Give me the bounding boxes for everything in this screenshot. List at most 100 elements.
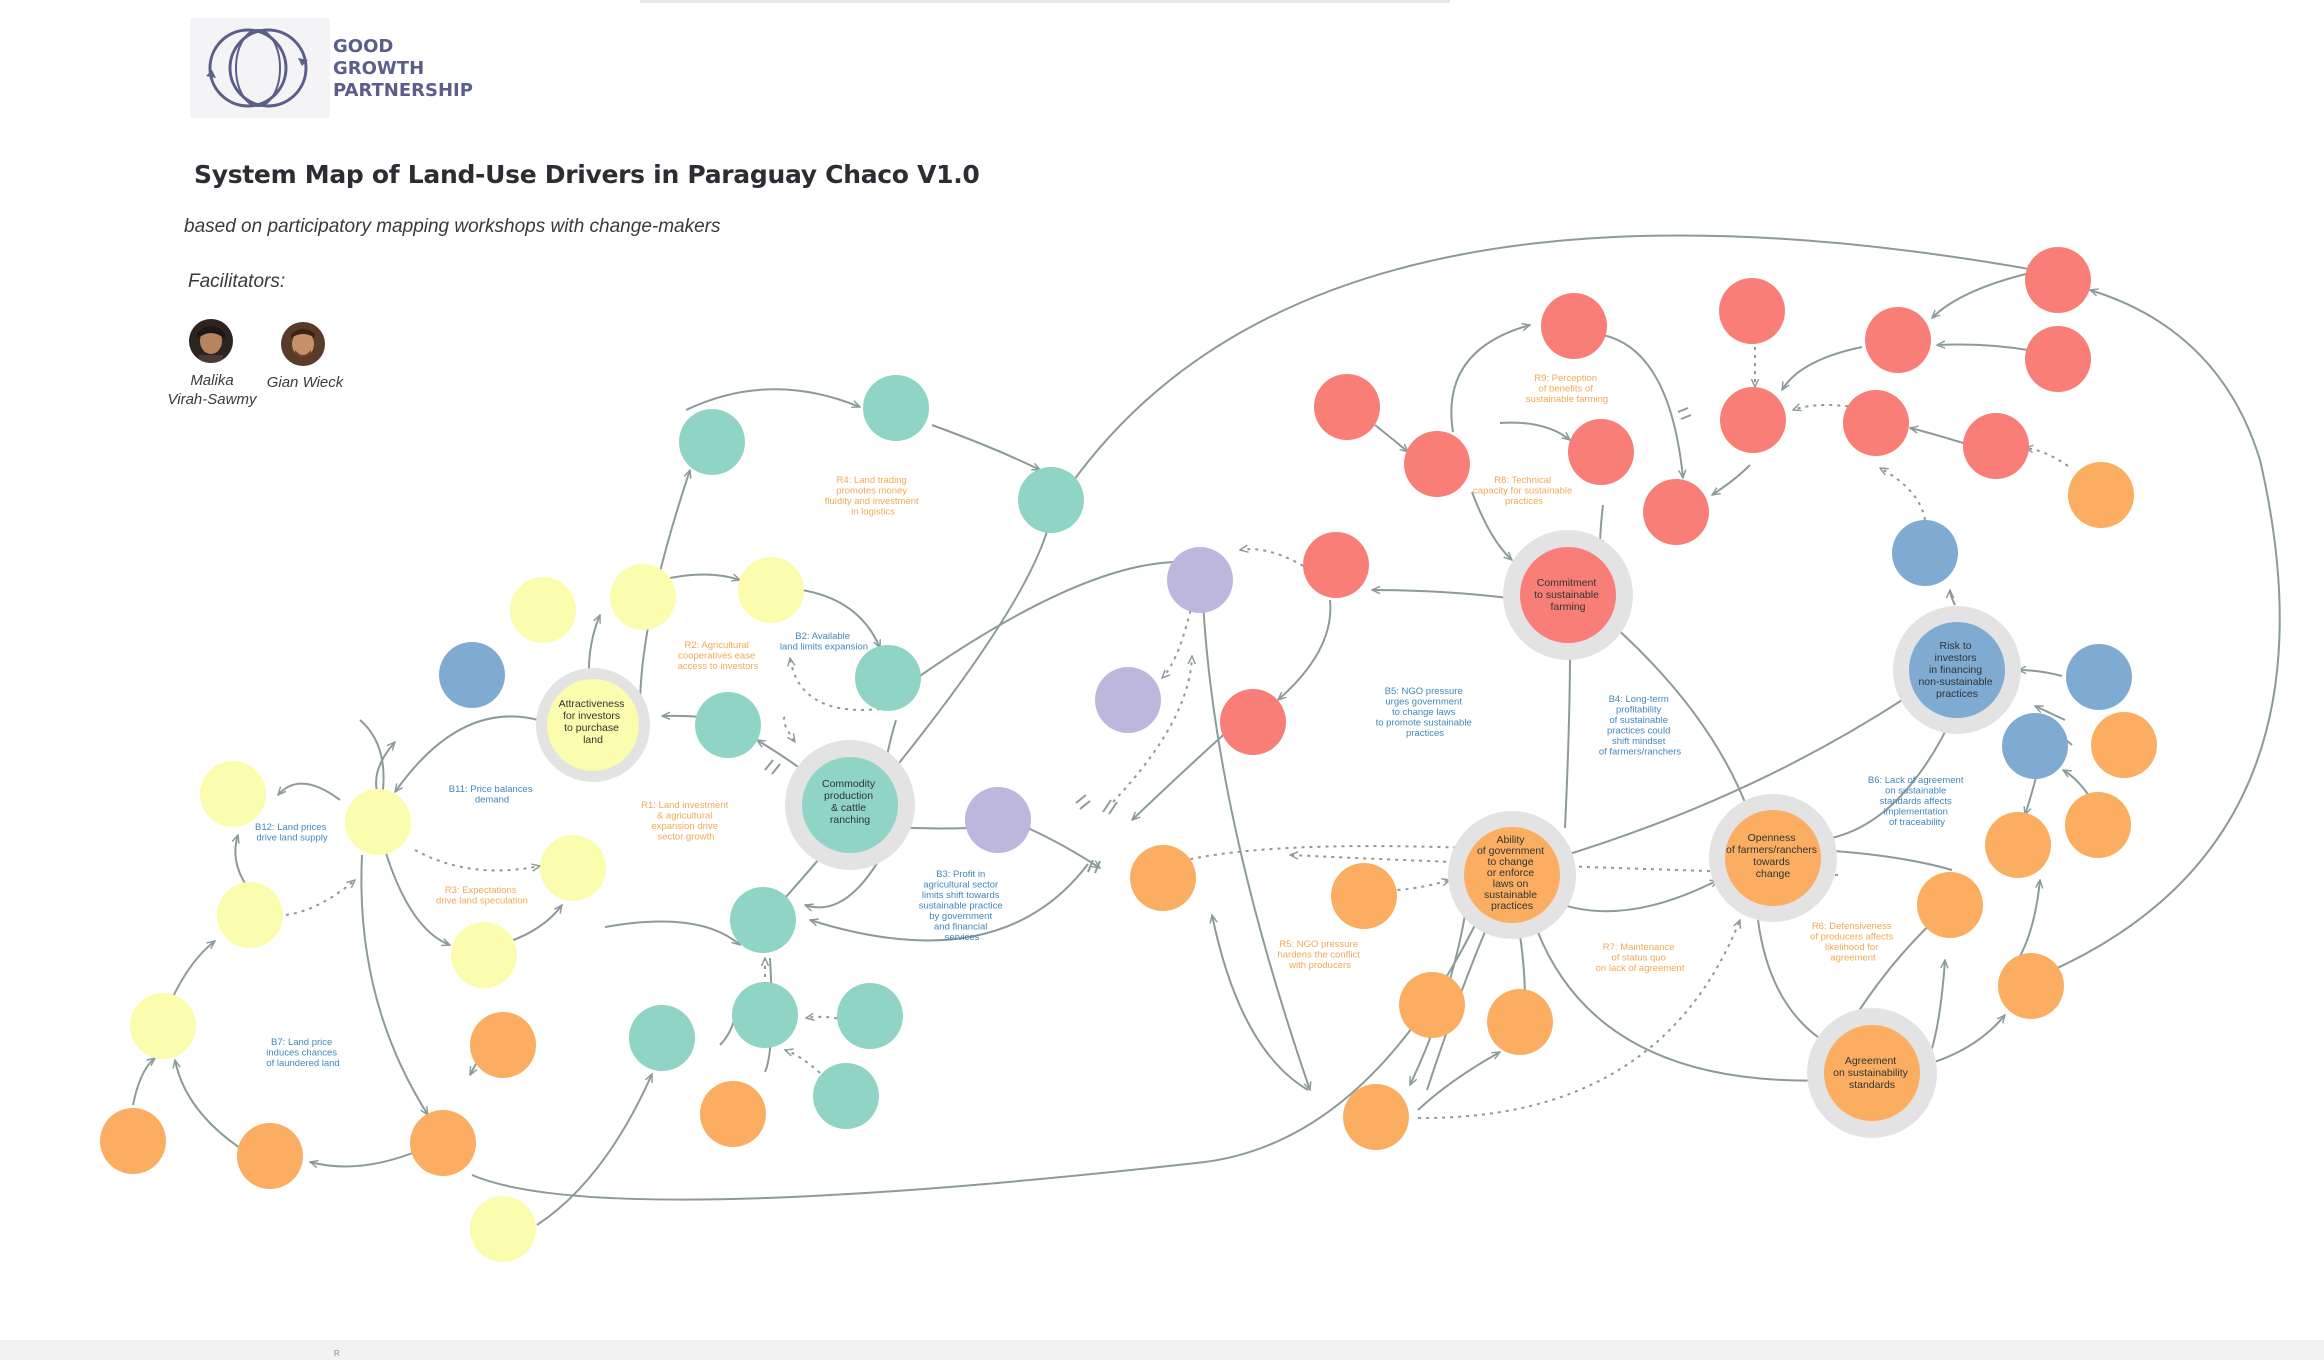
key-node-label-line: to change	[1487, 856, 1533, 868]
red-node[interactable]	[1963, 413, 2029, 479]
yellow-node[interactable]	[540, 835, 606, 901]
purple-node[interactable]	[1167, 547, 1233, 613]
loop-label-line: sustainable practice	[919, 901, 1003, 912]
loop-label-line: services	[945, 932, 980, 943]
teal-node[interactable]	[837, 983, 903, 1049]
orange-node[interactable]	[100, 1108, 166, 1174]
loop-label-line: R9: Perception	[1534, 373, 1597, 384]
teal-node[interactable]	[629, 1005, 695, 1071]
red-node[interactable]	[1314, 374, 1380, 440]
avatar-gian	[281, 322, 325, 366]
orange-node[interactable]	[1343, 1084, 1409, 1150]
loop-label-r6: R6: Defensiveness of producers affects l…	[1810, 921, 1896, 964]
purple-node[interactable]	[1095, 667, 1161, 733]
red-node[interactable]	[1303, 532, 1369, 598]
teal-node[interactable]	[732, 982, 798, 1048]
red-node[interactable]	[1643, 479, 1709, 545]
loop-label-r4: R4: Land trading promotes money fluidity…	[825, 475, 922, 518]
orange-node[interactable]	[410, 1110, 476, 1176]
orange-node[interactable]	[1985, 812, 2051, 878]
key-node-openness[interactable]	[1725, 810, 1821, 906]
red-node[interactable]	[1843, 390, 1909, 456]
facilitator-name-malika: Malika Virah-Sawmy	[160, 371, 264, 409]
red-node[interactable]	[1541, 293, 1607, 359]
loop-label-b5: B5: NGO pressure urges government to cha…	[1376, 686, 1475, 739]
loop-label-line: practices could	[1607, 726, 1670, 737]
orange-node[interactable]	[470, 1012, 536, 1078]
red-node[interactable]	[1720, 387, 1786, 453]
key-node-label-line: standards	[1849, 1079, 1895, 1091]
orange-node[interactable]	[1487, 989, 1553, 1055]
key-nodes	[547, 547, 2005, 1121]
key-node-label-line: production	[824, 790, 873, 802]
blue-node[interactable]	[1892, 520, 1958, 586]
loop-label-line: B2: Available	[795, 631, 850, 642]
red-node[interactable]	[1220, 689, 1286, 755]
teal-node[interactable]	[730, 887, 796, 953]
loop-label-r3: R3: Expectations drive land speculation	[436, 885, 528, 907]
yellow-node[interactable]	[738, 557, 804, 623]
orange-node[interactable]	[2091, 712, 2157, 778]
yellow-node[interactable]	[217, 882, 283, 948]
blue-node[interactable]	[2002, 713, 2068, 779]
key-node-label-attractiveness: Attractiveness for investors to purchase…	[559, 698, 628, 746]
loop-label-line: to promote sustainable	[1376, 718, 1472, 729]
blue-node[interactable]	[439, 642, 505, 708]
loop-label-b7: B7: Land price induces chances of launde…	[266, 1037, 339, 1069]
loop-label-r8: R8: Technical capacity for sustainable p…	[1473, 475, 1575, 507]
key-node-commitment[interactable]	[1520, 547, 1616, 643]
loop-label-line: & agricultural	[657, 811, 712, 822]
loop-label-line: access to investors	[678, 661, 759, 672]
page-title: System Map of Land-Use Drivers in Paragu…	[194, 160, 980, 189]
orange-node[interactable]	[2068, 462, 2134, 528]
teal-node[interactable]	[1018, 467, 1084, 533]
key-node-agreement[interactable]	[1824, 1025, 1920, 1121]
loop-label-line: R6: Defensiveness	[1812, 921, 1892, 932]
orange-node[interactable]	[1998, 953, 2064, 1019]
teal-node[interactable]	[855, 645, 921, 711]
factor-nodes	[100, 247, 2157, 1262]
orange-node[interactable]	[1331, 863, 1397, 929]
purple-node[interactable]	[965, 787, 1031, 853]
yellow-node[interactable]	[345, 789, 411, 855]
red-node[interactable]	[2025, 326, 2091, 392]
orange-node[interactable]	[1917, 872, 1983, 938]
key-node-labels: Attractiveness for investors to purchase…	[559, 577, 1993, 1091]
loop-label-line: B12: Land prices	[255, 822, 327, 833]
teal-node[interactable]	[863, 375, 929, 441]
blue-node[interactable]	[2066, 644, 2132, 710]
yellow-node[interactable]	[510, 577, 576, 643]
orange-node[interactable]	[237, 1123, 303, 1189]
yellow-node[interactable]	[610, 564, 676, 630]
yellow-node[interactable]	[451, 922, 517, 988]
orange-node[interactable]	[2065, 792, 2131, 858]
teal-node[interactable]	[813, 1063, 879, 1129]
orange-node[interactable]	[1130, 845, 1196, 911]
loop-label-line: land limits expansion	[780, 642, 868, 653]
teal-node[interactable]	[679, 409, 745, 475]
red-node[interactable]	[1404, 431, 1470, 497]
key-node-label-line: land	[583, 734, 603, 746]
key-node-label-line: Openness	[1748, 832, 1796, 844]
red-node[interactable]	[2025, 247, 2091, 313]
loop-label-r1: R1: Land investment & agricultural expan…	[641, 800, 731, 843]
yellow-node[interactable]	[470, 1196, 536, 1262]
key-node-commodity[interactable]	[802, 757, 898, 853]
loop-label-line: to change laws	[1392, 707, 1456, 718]
yellow-node[interactable]	[200, 761, 266, 827]
key-node-risk[interactable]	[1909, 622, 2005, 718]
key-node-label-line: for investors	[563, 710, 620, 722]
loop-label-line: R7: Maintenance	[1603, 942, 1675, 953]
key-node-ability[interactable]	[1464, 827, 1560, 923]
key-node-label-line: practices	[1491, 900, 1533, 912]
key-node-label-line: Risk to	[1939, 640, 1971, 652]
orange-node[interactable]	[700, 1081, 766, 1147]
loop-label-line: and financial	[934, 922, 987, 933]
orange-node[interactable]	[1399, 972, 1465, 1038]
key-node-attractiveness[interactable]	[547, 679, 639, 771]
red-node[interactable]	[1719, 278, 1785, 344]
red-node[interactable]	[1865, 307, 1931, 373]
teal-node[interactable]	[695, 692, 761, 758]
yellow-node[interactable]	[130, 993, 196, 1059]
red-node[interactable]	[1568, 419, 1634, 485]
